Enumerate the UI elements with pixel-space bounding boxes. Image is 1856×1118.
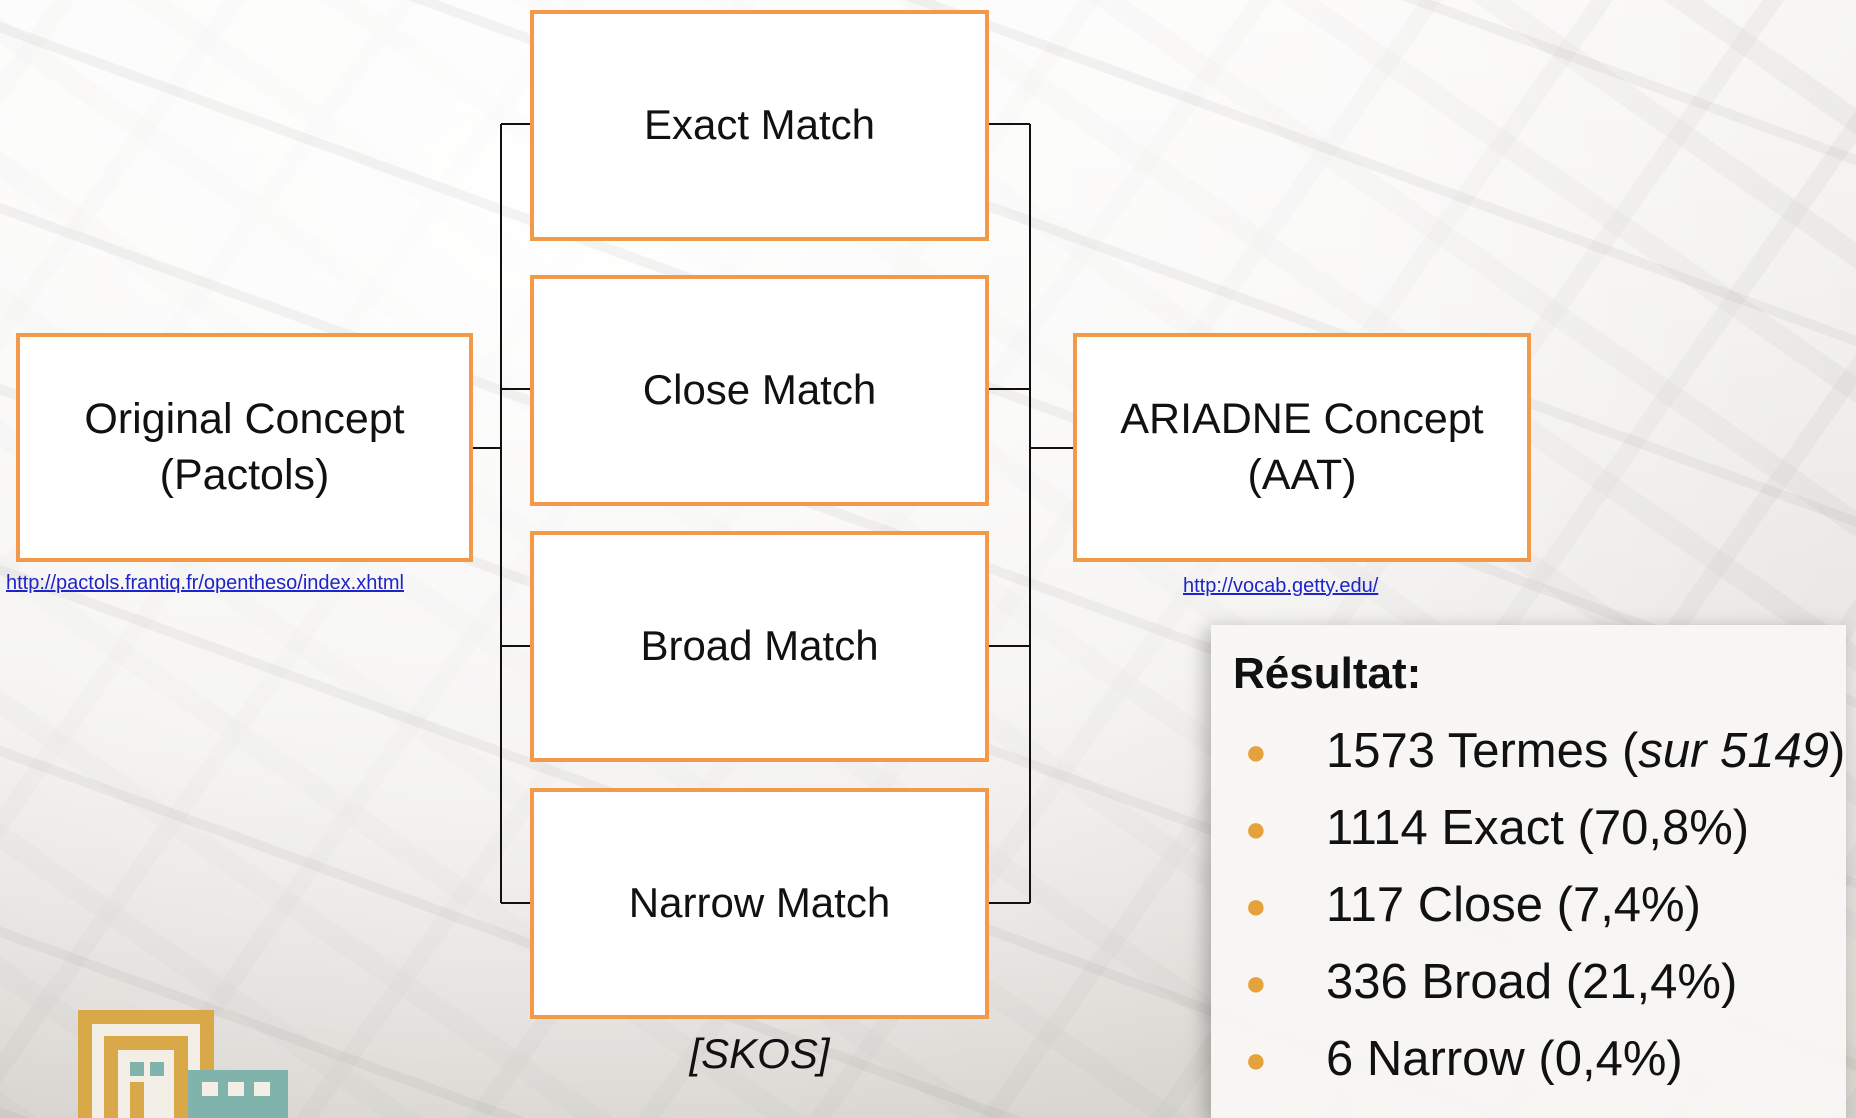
result-tail-text: ) bbox=[1829, 724, 1846, 778]
list-item: ● 6 Narrow (0,4%) bbox=[1233, 1021, 1846, 1098]
bullet-icon: ● bbox=[1245, 885, 1267, 926]
original-concept-box: Original Concept (Pactols) bbox=[16, 333, 473, 562]
original-concept-label: Original Concept (Pactols) bbox=[84, 394, 405, 499]
result-italic-text: sur 5149 bbox=[1638, 724, 1830, 778]
list-item: ● 117 Close (7,4%) bbox=[1233, 867, 1846, 944]
broad-match-label: Broad Match bbox=[640, 622, 879, 670]
bullet-icon: ● bbox=[1245, 731, 1267, 772]
bullet-icon: ● bbox=[1245, 962, 1267, 1003]
result-main-text: 6 Narrow (0,4%) bbox=[1326, 1032, 1683, 1086]
result-main-text: 1573 Termes ( bbox=[1326, 724, 1639, 778]
skos-caption: [SKOS] bbox=[689, 1030, 830, 1077]
bullet-icon: ● bbox=[1245, 808, 1267, 849]
ariadne-concept-box: ARIADNE Concept (AAT) bbox=[1073, 333, 1531, 562]
list-item: ● 1573 Termes (sur 5149) bbox=[1233, 713, 1846, 790]
exact-match-box: Exact Match bbox=[530, 10, 989, 241]
close-match-label: Close Match bbox=[642, 366, 877, 414]
results-list: ● 1573 Termes (sur 5149) ● 1114 Exact (7… bbox=[1233, 713, 1846, 1098]
narrow-match-label: Narrow Match bbox=[628, 879, 891, 927]
results-title: Résultat: bbox=[1233, 649, 1422, 698]
list-item: ● 1114 Exact (70,8%) bbox=[1233, 790, 1846, 867]
broad-match-box: Broad Match bbox=[530, 531, 989, 762]
bullet-icon: ● bbox=[1245, 1039, 1267, 1080]
narrow-match-box: Narrow Match bbox=[530, 788, 989, 1019]
result-main-text: 117 Close (7,4%) bbox=[1326, 878, 1701, 932]
pactols-link[interactable]: http://pactols.frantiq.fr/opentheso/inde… bbox=[6, 572, 404, 594]
close-match-box: Close Match bbox=[530, 275, 989, 506]
exact-match-label: Exact Match bbox=[643, 101, 876, 149]
results-panel: Résultat: ● 1573 Termes (sur 5149) ● 111… bbox=[1211, 625, 1846, 1118]
ariadne-concept-label: ARIADNE Concept (AAT) bbox=[1120, 394, 1484, 499]
result-main-text: 1114 Exact (70,8%) bbox=[1326, 801, 1750, 855]
getty-link[interactable]: http://vocab.getty.edu/ bbox=[1183, 575, 1379, 597]
maze-logo-icon bbox=[78, 1010, 288, 1118]
result-main-text: 336 Broad (21,4%) bbox=[1326, 955, 1738, 1009]
list-item: ● 336 Broad (21,4%) bbox=[1233, 944, 1846, 1021]
